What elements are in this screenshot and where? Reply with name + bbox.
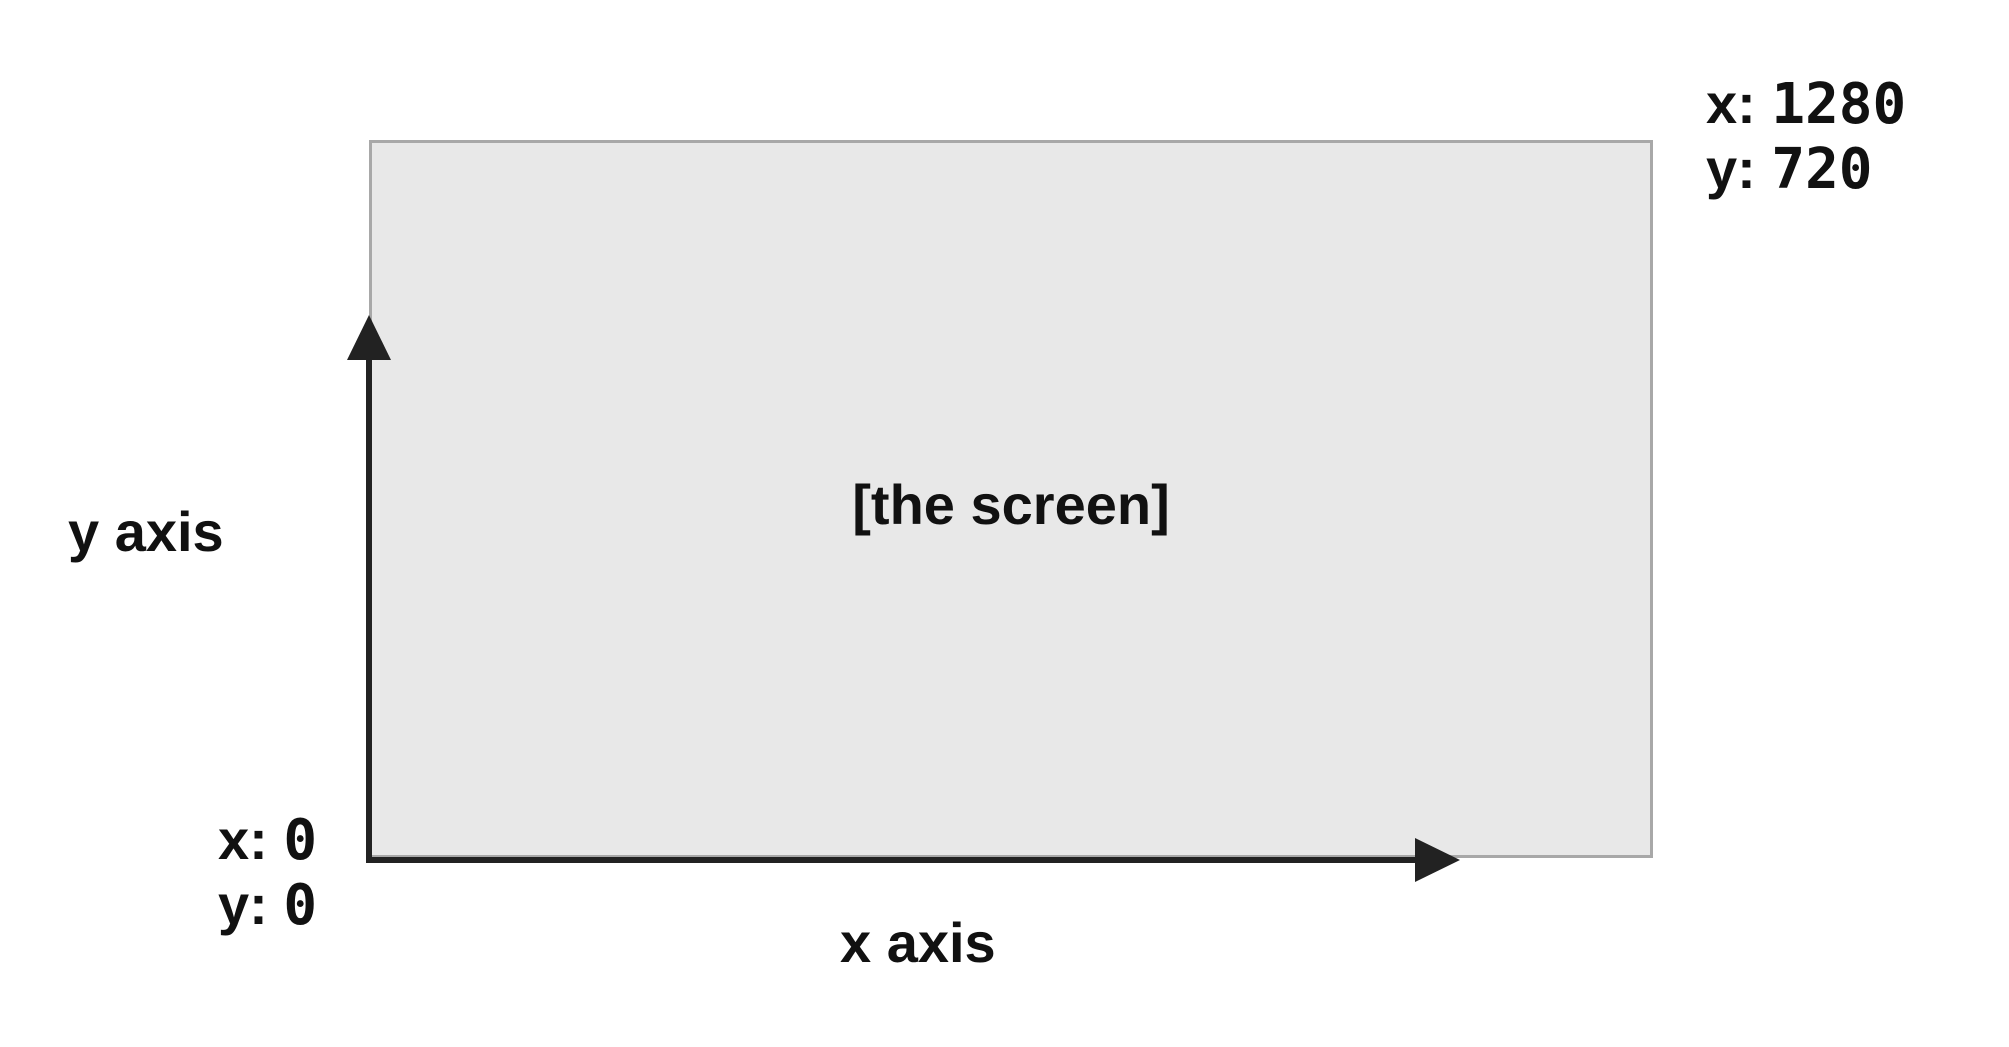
x-prefix: x: [218, 808, 284, 871]
origin-coordinate: x: 0 y: 0 [218, 808, 317, 938]
top-right-x-line: x: 1280 [1706, 72, 1906, 137]
screen-label: [the screen] [852, 473, 1170, 536]
y-value: 0 [283, 873, 318, 938]
y-axis-label: y axis [68, 500, 224, 563]
x-value: 0 [283, 808, 318, 873]
top-right-coordinate: x: 1280 y: 720 [1706, 72, 1906, 202]
y-prefix: y: [218, 873, 284, 936]
x-value: 1280 [1771, 72, 1907, 137]
y-prefix: y: [1706, 137, 1772, 200]
x-axis-label: x axis [840, 911, 996, 974]
top-right-y-line: y: 720 [1706, 137, 1906, 202]
y-value: 720 [1771, 137, 1873, 202]
screen-rectangle [369, 140, 1653, 858]
x-axis-arrowhead [1415, 838, 1460, 882]
origin-y-line: y: 0 [218, 873, 317, 938]
x-prefix: x: [1706, 72, 1772, 135]
origin-x-line: x: 0 [218, 808, 317, 873]
y-axis-arrowhead [347, 315, 391, 360]
